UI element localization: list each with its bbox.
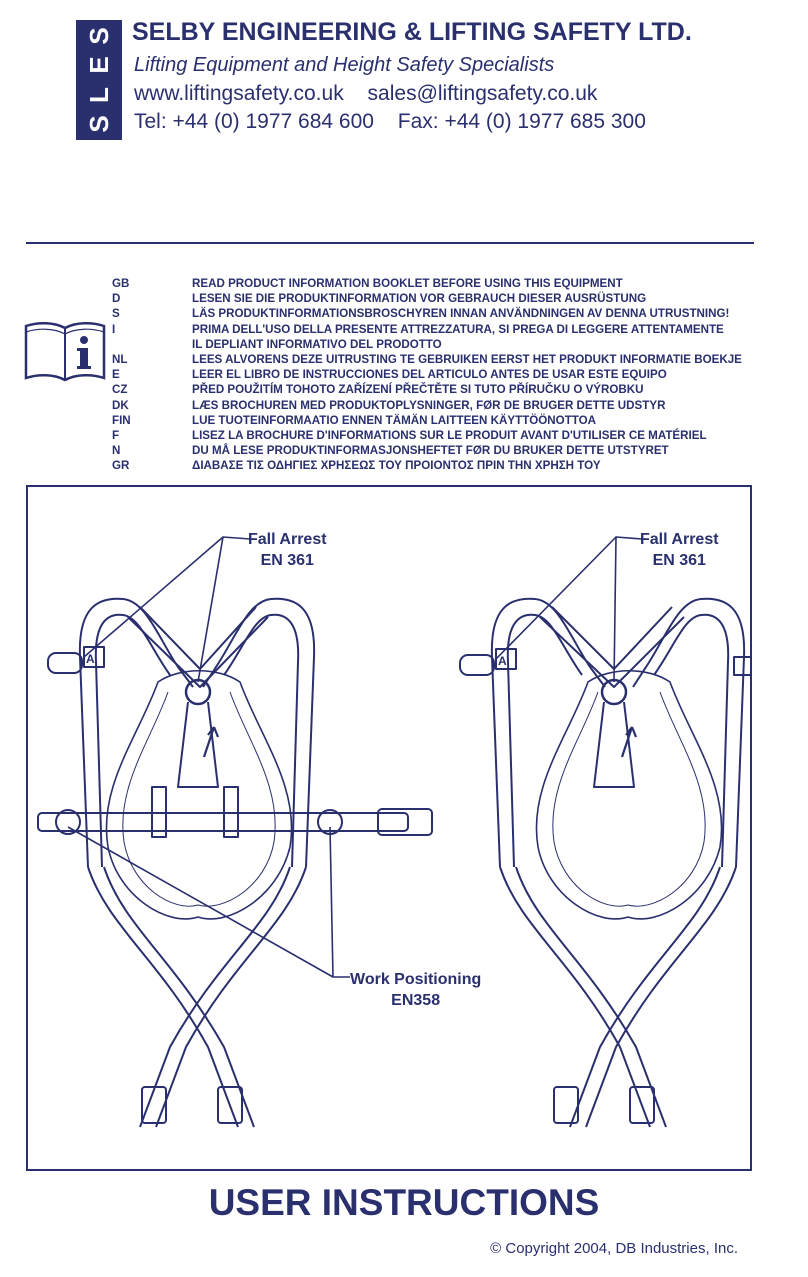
language-text: LEER EL LIBRO DE INSTRUCCIONES DEL ARTIC… bbox=[192, 368, 667, 382]
language-warning-list: GB READ PRODUCT INFORMATION BOOKLET BEFOR… bbox=[112, 276, 742, 473]
language-row: DK LÆS BROCHUREN MED PRODUKTOPLYSNINGER, … bbox=[112, 398, 742, 413]
language-row: IL DEPLIANT INFORMATIVO DEL PRODOTTO bbox=[112, 337, 742, 352]
copyright-notice: © Copyright 2004, DB Industries, Inc. bbox=[490, 1240, 738, 1257]
language-text: LUE TUOTEINFORMAATIO ENNEN TÄMÄN LAITTEE… bbox=[192, 413, 597, 427]
contact-line: www.liftingsafety.co.uk sales@liftingsaf… bbox=[134, 82, 615, 106]
logo-letter: L bbox=[84, 86, 114, 103]
language-text: LISEZ LA BROCHURE D'INFORMATIONS SUR LE … bbox=[192, 428, 707, 442]
language-text: PRIMA DELL'USO DELLA PRESENTE ATTREZZATU… bbox=[192, 322, 724, 336]
d-ring-label: A bbox=[498, 654, 507, 668]
language-row: D LESEN SIE DIE PRODUKTINFORMATION VOR GE… bbox=[112, 291, 742, 306]
language-code: DK bbox=[112, 398, 129, 412]
callout-line: Fall Arrest bbox=[248, 531, 327, 548]
language-code: NL bbox=[112, 352, 128, 366]
language-text: LÆS BROCHUREN MED PRODUKTOPLYSNINGER, FØ… bbox=[192, 398, 666, 412]
language-code: F bbox=[112, 428, 120, 442]
left-fall-arrest-callout: Fall Arrest EN 361 bbox=[248, 529, 327, 571]
language-code: CZ bbox=[112, 383, 128, 397]
website-link[interactable]: www.liftingsafety.co.uk bbox=[134, 82, 344, 105]
logo-letter: S bbox=[84, 27, 114, 45]
language-row: NL LEES ALVORENS DEZE UITRUSTING TE GEBRU… bbox=[112, 352, 742, 367]
right-fall-arrest-callout: Fall Arrest EN 361 bbox=[640, 529, 719, 571]
fax-number: Fax: +44 (0) 1977 685 300 bbox=[397, 110, 646, 133]
language-code: I bbox=[112, 322, 116, 336]
language-code: FIN bbox=[112, 413, 131, 427]
harness-diagram: A A Fall Arrest EN 361 Fall Arrest EN 36… bbox=[26, 485, 752, 1171]
language-row: N DU MÅ LESE PRODUKTINFORMASJONSHEFTET FØ… bbox=[112, 443, 742, 458]
language-row: CZ PŘED POUŽITÍM TOHOTO ZAŘÍZENÍ PŘEČTĚTE… bbox=[112, 382, 742, 397]
page-title: USER INSTRUCTIONS bbox=[208, 1182, 600, 1223]
company-tagline: Lifting Equipment and Height Safety Spec… bbox=[134, 54, 555, 76]
phone-line: Tel: +44 (0) 1977 684 600 Fax: +44 (0) 1… bbox=[134, 110, 664, 134]
language-row: E LEER EL LIBRO DE INSTRUCCIONES DEL ARTI… bbox=[112, 367, 742, 382]
language-row: I PRIMA DELL'USO DELLA PRESENTE ATTREZZAT… bbox=[112, 322, 742, 337]
company-logo: S E L S bbox=[76, 20, 122, 140]
telephone-number: Tel: +44 (0) 1977 684 600 bbox=[134, 110, 374, 133]
email-link[interactable]: sales@liftingsafety.co.uk bbox=[367, 82, 598, 105]
language-code: D bbox=[112, 292, 121, 306]
language-text: LEES ALVORENS DEZE UITRUSTING TE GEBRUIK… bbox=[192, 352, 742, 366]
full-body-harness-icon: A A bbox=[37, 536, 750, 1128]
info-book-icon bbox=[24, 322, 106, 382]
language-text: IL DEPLIANT INFORMATIVO DEL PRODOTTO bbox=[192, 337, 442, 351]
callout-line: Work Positioning bbox=[350, 971, 482, 988]
language-text: ΔΙΑΒΑΣΕ ΤΙΣ ΟΔΗΓΙΕΣ ΧΡΗΣΕΩΣ ΤΟΥ ΠΡΟΙΟΝΤΟ… bbox=[192, 459, 601, 473]
language-text: LÄS PRODUKTINFORMATIONSBROSCHYREN INNAN … bbox=[192, 307, 730, 321]
header-divider bbox=[26, 242, 754, 244]
callout-line: EN 361 bbox=[652, 552, 706, 569]
callout-line: EN358 bbox=[391, 992, 441, 1009]
language-code bbox=[112, 337, 192, 352]
language-row: S LÄS PRODUKTINFORMATIONSBROSCHYREN INNAN… bbox=[112, 306, 742, 321]
language-code: N bbox=[112, 444, 121, 458]
callout-line: EN 361 bbox=[260, 552, 314, 569]
language-code: S bbox=[112, 307, 120, 321]
language-text: DU MÅ LESE PRODUKTINFORMASJONSHEFTET FØR… bbox=[192, 444, 669, 458]
company-name: SELBY ENGINEERING & LIFTING SAFETY LTD. bbox=[132, 18, 692, 46]
logo-letter: E bbox=[84, 56, 114, 74]
work-positioning-callout: Work Positioning EN358 bbox=[350, 969, 481, 1011]
language-text: PŘED POUŽITÍM TOHOTO ZAŘÍZENÍ PŘEČTĚTE S… bbox=[192, 383, 644, 397]
language-row: GR ΔΙΑΒΑΣΕ ΤΙΣ ΟΔΗΓΙΕΣ ΧΡΗΣΕΩΣ ΤΟΥ ΠΡΟΙΟΝ… bbox=[112, 458, 742, 473]
language-code: E bbox=[112, 368, 120, 382]
language-text: READ PRODUCT INFORMATION BOOKLET BEFORE … bbox=[192, 277, 623, 290]
language-text: LESEN SIE DIE PRODUKTINFORMATION VOR GEB… bbox=[192, 292, 647, 306]
callout-line: Fall Arrest bbox=[640, 531, 719, 548]
language-row: GB READ PRODUCT INFORMATION BOOKLET BEFOR… bbox=[112, 276, 742, 291]
language-row: F LISEZ LA BROCHURE D'INFORMATIONS SUR LE… bbox=[112, 428, 742, 443]
logo-letter: S bbox=[84, 115, 114, 133]
d-ring-label: A bbox=[86, 652, 95, 666]
language-code: GB bbox=[112, 277, 130, 290]
language-code: GR bbox=[112, 459, 130, 473]
language-row: FIN LUE TUOTEINFORMAATIO ENNEN TÄMÄN LAIT… bbox=[112, 413, 742, 428]
